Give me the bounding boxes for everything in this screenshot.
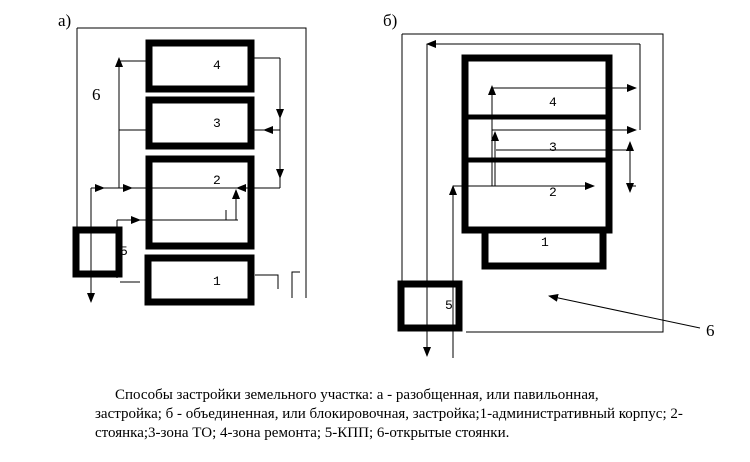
panel-a-site-boundary [77, 27, 307, 272]
figure-caption: Способы застройки земельного участка: а … [95, 386, 740, 443]
panel-b-zone-4-label: 4 [549, 95, 557, 110]
panel-a-building-1 [144, 254, 255, 306]
panel-b-building-1-label: 1 [541, 235, 549, 250]
panel-a-open-parking-label: 6 [92, 85, 101, 104]
panel-b-building-1 [481, 226, 607, 270]
panel-a-building-2-label: 2 [213, 173, 221, 188]
panel-b-main-block [461, 54, 613, 234]
caption-line-2: застройка; б - объединенная, или блокиро… [95, 406, 683, 422]
panel-a-building-4 [145, 39, 255, 93]
panel-a-fence [255, 274, 279, 289]
caption-line-1: Способы застройки земельного участка: а … [115, 387, 599, 403]
panel-a-building-4-label: 4 [213, 58, 221, 73]
panel-a-building-5-label: 5 [120, 244, 128, 259]
caption-line-3: стоянка;3-зона ТО; 4-зона ремонта; 5-КПП… [95, 425, 510, 441]
panel-b-open-parking-label: 6 [706, 321, 715, 340]
panel-b-open-parking-pointer [548, 293, 701, 329]
panel-b-building-5-label: 5 [445, 298, 453, 313]
panel-b-building-5 [397, 280, 463, 332]
panel-b: б) 4 3 2 1 5 [383, 11, 715, 358]
panel-b-site-boundary [402, 33, 664, 333]
panel-b-zone-3-label: 3 [549, 140, 557, 155]
panel-b-zone-2-label: 2 [549, 185, 557, 200]
panel-a-building-3-label: 3 [213, 116, 221, 131]
panel-a-traffic-flows [87, 57, 284, 303]
panel-a-building-3 [145, 96, 255, 150]
panel-a-building-2 [145, 155, 255, 250]
panel-b-label: б) [383, 11, 397, 30]
panel-a-building-1-label: 1 [213, 274, 221, 289]
panel-a: а) 6 4 3 2 5 1 [58, 11, 307, 306]
panel-a-label: а) [58, 11, 71, 30]
panel-a-gate-post [291, 271, 300, 298]
panel-a-building-5 [72, 226, 123, 278]
panel-b-traffic-flows [423, 40, 641, 358]
